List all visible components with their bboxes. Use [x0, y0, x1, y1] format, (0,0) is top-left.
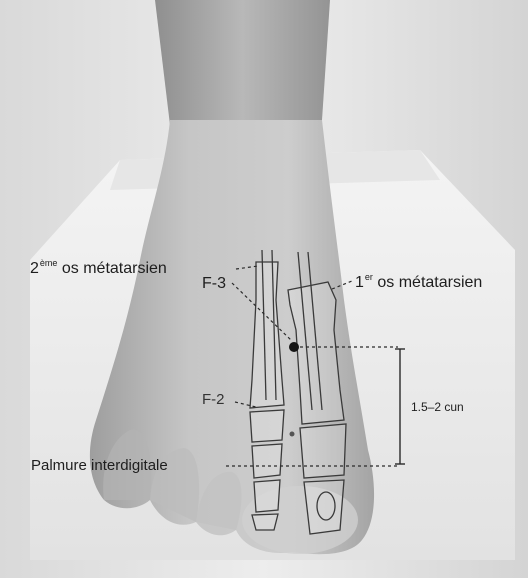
point-f3-marker	[289, 342, 299, 352]
label-point-f3: F-3	[202, 276, 226, 292]
label-first-metatarsal: 1er os métatarsien	[355, 273, 482, 291]
point-f2-marker	[290, 432, 295, 437]
label-web-margin: Palmure interdigitale	[31, 458, 168, 473]
label-second-metatarsal: 2ème os métatarsien	[30, 259, 167, 277]
label-measurement: 1.5–2 cun	[411, 401, 464, 413]
label-point-f2: F-2	[202, 392, 225, 407]
lower-leg	[155, 0, 330, 125]
